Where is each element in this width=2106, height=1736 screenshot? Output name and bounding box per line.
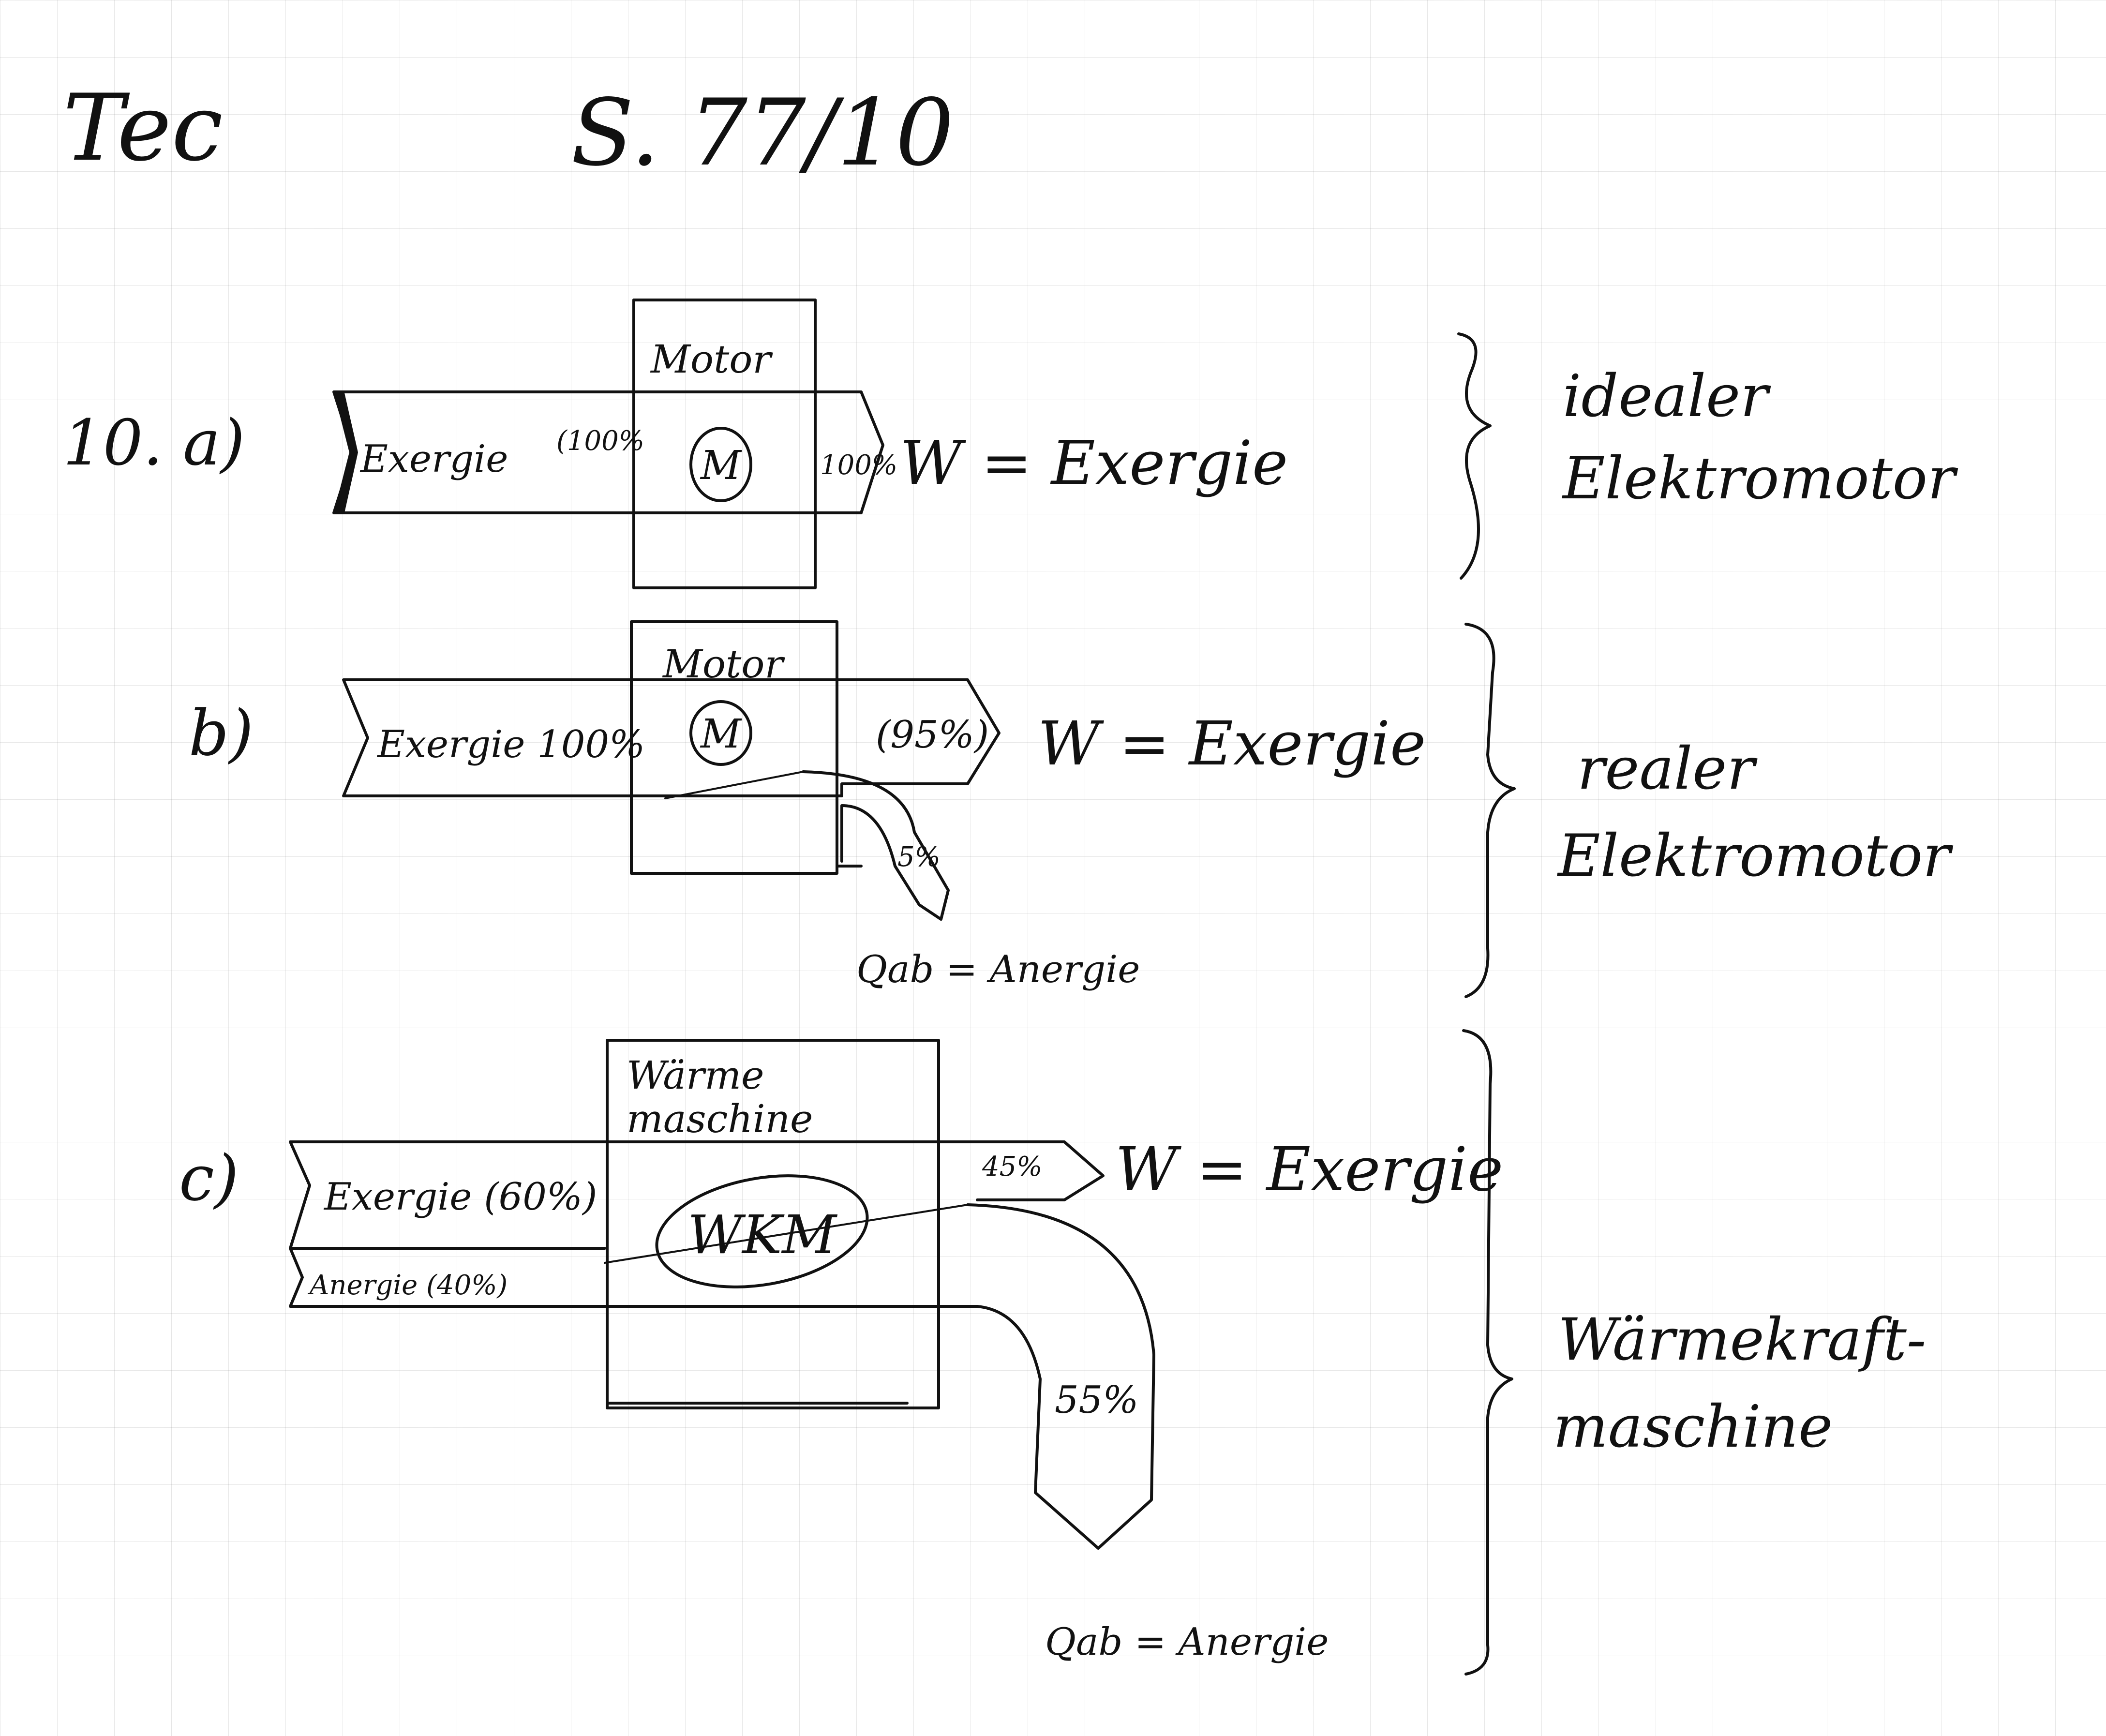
section-c-wkm-letter: WKM	[687, 1204, 837, 1266]
header-subject: Tec	[63, 75, 223, 181]
section-c-anergy-input	[289, 1247, 979, 1308]
section-c-input-exergy: Exergie (60%)	[323, 1175, 597, 1219]
section-c-description-line1: Wärmekraft-	[1558, 1306, 1926, 1374]
section-c-brace	[1462, 1029, 1513, 1676]
section-a-motor-symbol	[689, 427, 752, 502]
section-b-output-pct: (95%)	[876, 713, 989, 757]
section-a-box-title: Motor	[650, 337, 773, 382]
section-c-exergy-input	[289, 1140, 606, 1250]
section-a-output-pct: 100%	[820, 449, 897, 481]
section-c-split-line	[604, 1204, 969, 1264]
section-b-motor-symbol	[689, 700, 752, 766]
section-c-input-anergy: Anergie (40%)	[307, 1270, 508, 1301]
section-c-loss-pct: 55%	[1055, 1378, 1138, 1422]
section-c-work-arrow	[289, 1140, 1105, 1201]
section-b-loss-pct: 5%	[897, 841, 941, 873]
section-a-input-label: Exergie	[359, 437, 508, 481]
section-a-brace	[1457, 332, 1492, 580]
section-b-brace	[1464, 623, 1516, 998]
section-a-input-pct: (100%	[556, 425, 644, 457]
section-c-output-pct: 45%	[982, 1151, 1042, 1182]
section-b-output-eq: W = Exergie	[1038, 709, 1426, 779]
section-a-arrow-tail-mark	[334, 392, 358, 513]
section-c: c) Wärme maschine Exergie (60%) 45% Aner…	[179, 1029, 1926, 1676]
section-a-label: 10. a)	[63, 406, 245, 479]
section-b-loss-arrow	[802, 770, 950, 921]
section-a: 10. a) Motor Exergie (100% 100% M W = Ex…	[63, 299, 1958, 589]
section-c-box-title-line2: maschine	[627, 1096, 813, 1141]
section-a-motor-box	[632, 299, 817, 589]
section-c-label: c)	[179, 1141, 239, 1215]
section-b-exergy-arrow	[342, 678, 1001, 797]
section-c-loss-arrow	[966, 1203, 1155, 1550]
section-a-description-line2: Elektromotor	[1562, 445, 1958, 512]
section-a-output-eq: W = Exergie	[900, 428, 1288, 498]
section-c-loss-eq: Qab = Anergie	[1045, 1620, 1329, 1664]
section-b: b) Motor Exergie 100% (95%) M 5% W = Exe…	[189, 620, 1954, 998]
section-b-description-line1: realer	[1577, 735, 1758, 803]
section-b-split-line	[664, 771, 804, 799]
section-c-wkm-symbol	[655, 1174, 869, 1288]
header-page-ref: S. 77/10	[571, 79, 954, 186]
section-c-box-title-line1: Wärme	[627, 1053, 764, 1098]
section-c-engine-box	[606, 1039, 940, 1409]
section-a-description-line1: idealer	[1563, 363, 1771, 430]
section-a-motor-letter: M	[700, 443, 742, 489]
section-c-description-line2: maschine	[1553, 1393, 1833, 1461]
section-b-input-label: Exergie 100%	[376, 723, 645, 766]
section-b-motor-box	[630, 620, 838, 875]
section-b-description-line2: Elektromotor	[1557, 823, 1954, 890]
section-b-label: b)	[189, 696, 254, 770]
section-b-motor-letter: M	[700, 711, 742, 757]
section-b-loss-eq: Qab = Anergie	[856, 948, 1140, 991]
section-c-output-eq: W = Exergie	[1115, 1135, 1503, 1205]
